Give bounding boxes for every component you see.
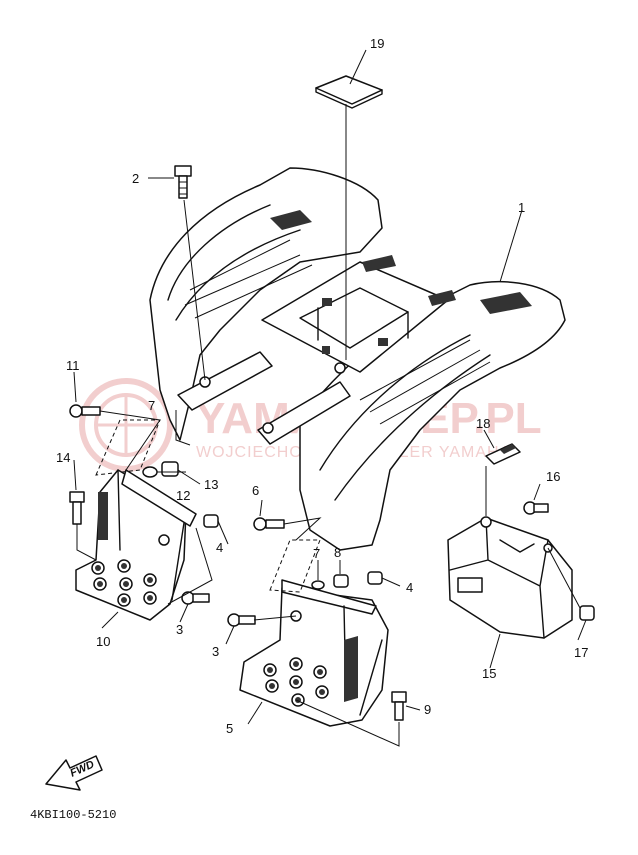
part-2-bolt [174,165,192,199]
callout-6: 6 [252,483,259,498]
callout-3-right: 3 [212,644,219,659]
callout-8: 8 [334,545,341,560]
part-1-rear-fender [95,167,566,551]
callout-3-left: 3 [176,622,183,637]
leader-lines [73,49,587,747]
part-9-bolt [391,691,407,721]
part-4-nut-left [203,514,219,528]
part-10-left-mudguard [75,469,197,621]
part-12-washer [142,466,158,478]
callout-19: 19 [370,36,384,51]
callout-4-right: 4 [406,580,413,595]
callout-17: 17 [574,645,588,660]
part-17-nut [579,605,595,621]
callout-5: 5 [226,721,233,736]
callout-7-left: 7 [148,398,155,413]
callout-11: 11 [66,358,80,373]
part-5-right-mudguard [239,539,389,727]
part-15-tool-box [447,516,573,639]
callout-15: 15 [482,666,496,681]
part-14-bolt [69,491,85,525]
part-7-washer-right [311,580,325,590]
part-8-nut [333,574,349,588]
callout-2: 2 [132,171,139,186]
callout-4-left: 4 [216,540,223,555]
callout-16: 16 [546,469,560,484]
callout-18: 18 [476,416,490,431]
drawing-code: 4KBI100-5210 [30,808,116,822]
part-11-screw [69,404,101,418]
part-13-nut [161,461,179,477]
callout-10: 10 [96,634,110,649]
part-19-pad [315,75,383,109]
callout-9: 9 [424,702,431,717]
part-16-screw [523,501,549,515]
callout-1: 1 [518,200,525,215]
watermark-logo [79,378,173,472]
part-4-nut-right [367,571,383,585]
part-18-clip [485,443,521,465]
part-3-screw-right [227,613,256,627]
callout-14: 14 [56,450,70,465]
callout-7: 7 [313,546,320,561]
callout-labels: 19 1 2 11 18 14 13 12 16 6 4 7 8 4 3 10 … [56,36,588,736]
callout-12: 12 [176,488,190,503]
forward-arrow-icon: FWD [45,755,103,791]
callout-13: 13 [204,477,218,492]
part-6-bolt [253,517,285,531]
